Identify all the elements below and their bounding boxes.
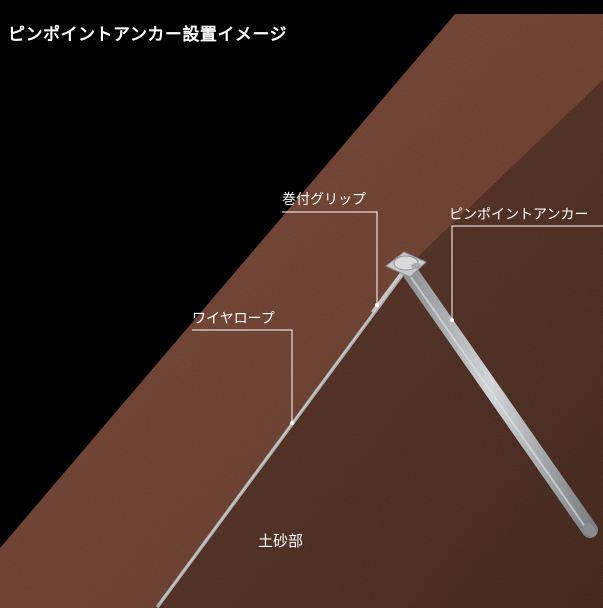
soil-section-grain bbox=[155, 80, 603, 608]
soil-section-label: 土砂部 bbox=[258, 532, 304, 550]
anchor-pipe bbox=[402, 264, 598, 538]
anchor-head bbox=[385, 251, 427, 278]
pinpoint-anchor-label: ピンポイントアンカー bbox=[449, 207, 589, 223]
page-title: ピンポイントアンカー設置イメージ bbox=[8, 25, 287, 45]
callout-grip bbox=[282, 211, 378, 305]
callout-wire-dot bbox=[290, 421, 294, 425]
callout-anchor-dot bbox=[450, 318, 454, 322]
slope-face-grain bbox=[0, 14, 603, 608]
wire-rope-highlight bbox=[159, 272, 404, 604]
wire-rope-label: ワイヤロープ bbox=[192, 311, 275, 327]
callout-anchor bbox=[451, 225, 603, 320]
wrap-grip-label: 巻付グリップ bbox=[282, 192, 366, 208]
callout-grip-dot bbox=[375, 303, 379, 307]
callout-wire bbox=[192, 329, 293, 423]
